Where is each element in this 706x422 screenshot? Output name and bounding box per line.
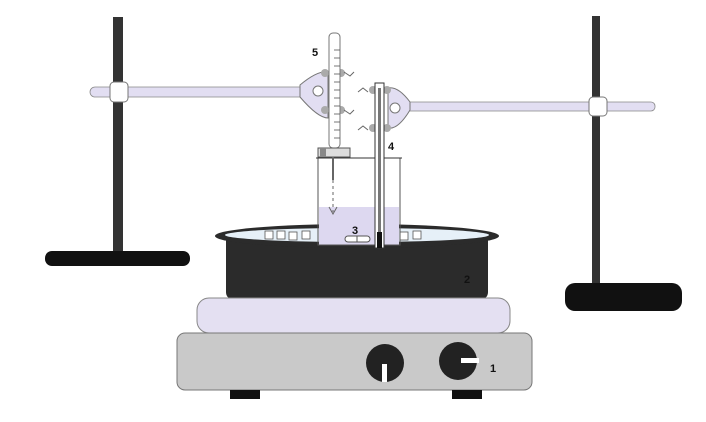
label-burette: 5 [312,47,318,59]
label-thermometer: 4 [388,141,395,153]
right-stand [565,16,682,311]
hot-plate [176,297,533,399]
left-clamp-rod [89,81,316,103]
temperature-knob[interactable] [439,342,479,380]
burette-clamp [299,69,355,119]
label-stir-bar: 3 [352,225,358,237]
right-clamp-rod [394,96,656,117]
burette [317,32,351,216]
left-stand [45,17,190,266]
beaker [316,157,402,246]
thermometer [374,82,385,249]
stir-speed-knob[interactable] [366,344,404,382]
label-hot-plate: 1 [490,363,496,375]
label-bath: 2 [464,274,470,286]
ice-cubes [264,230,422,241]
